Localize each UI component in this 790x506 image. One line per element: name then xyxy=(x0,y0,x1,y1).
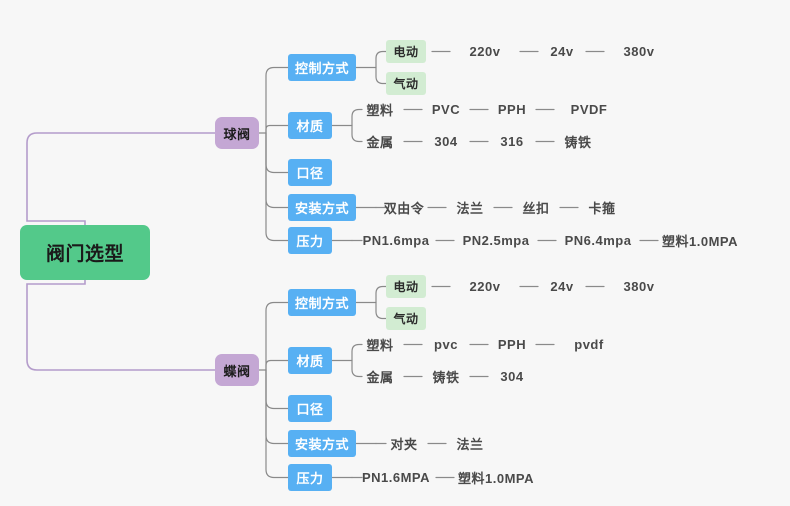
chain-label-1-1-1-1[interactable]: 304 xyxy=(500,369,524,384)
chain-label-0-1-1-2[interactable]: 铸铁 xyxy=(564,135,592,150)
leaf-node-0-0-0[interactable]: 电动 xyxy=(386,40,426,63)
leaf-node-1-4-0[interactable]: PN1.6MPA xyxy=(361,470,431,485)
topic-node-0-3[interactable]: 安装方式 xyxy=(288,194,356,221)
leaf-node-1-3-0[interactable]: 对夹 xyxy=(390,437,418,452)
root-node[interactable]: 阀门选型 xyxy=(20,225,150,280)
topic-node-1-3[interactable]: 安装方式 xyxy=(288,430,356,457)
topic-node-1-4[interactable]: 压力 xyxy=(288,464,332,491)
topic-node-0-4[interactable]: 压力 xyxy=(288,227,332,254)
leaf-node-1-0-1[interactable]: 气动 xyxy=(386,307,426,330)
leaf-node-0-0-1[interactable]: 气动 xyxy=(386,72,426,95)
leaf-node-0-3-0[interactable]: 双由令 xyxy=(383,201,425,216)
chain-label-1-0-0-2[interactable]: 380v xyxy=(623,279,655,294)
chain-label-1-4-0-0[interactable]: 塑料1.0MPA xyxy=(458,471,534,486)
topic-node-0-1[interactable]: 材质 xyxy=(288,112,332,139)
chain-label-1-1-1-0[interactable]: 铸铁 xyxy=(432,370,460,385)
chain-label-0-3-0-0[interactable]: 法兰 xyxy=(456,201,484,216)
leaf-node-0-4-0[interactable]: PN1.6mpa xyxy=(362,233,430,248)
chain-label-0-1-1-0[interactable]: 304 xyxy=(434,134,458,149)
chain-label-0-1-1-1[interactable]: 316 xyxy=(500,134,524,149)
chain-label-0-4-0-1[interactable]: PN6.4mpa xyxy=(564,233,632,248)
topic-node-1-2[interactable]: 口径 xyxy=(288,395,332,422)
topic-node-0-0[interactable]: 控制方式 xyxy=(288,54,356,81)
chain-label-0-0-0-0[interactable]: 220v xyxy=(469,44,501,59)
branch-node-1[interactable]: 蝶阀 xyxy=(215,354,259,386)
chain-label-0-4-0-2[interactable]: 塑料1.0MPA xyxy=(662,234,738,249)
branch-node-0[interactable]: 球阀 xyxy=(215,117,259,149)
chain-label-0-1-0-1[interactable]: PPH xyxy=(497,102,527,117)
leaf-node-0-1-0[interactable]: 塑料 xyxy=(366,103,394,118)
chain-label-0-0-0-2[interactable]: 380v xyxy=(623,44,655,59)
chain-label-0-3-0-2[interactable]: 卡箍 xyxy=(588,201,616,216)
leaf-node-1-1-1[interactable]: 金属 xyxy=(366,370,394,385)
topic-node-1-0[interactable]: 控制方式 xyxy=(288,289,356,316)
leaf-node-1-0-0[interactable]: 电动 xyxy=(386,275,426,298)
chain-label-0-4-0-0[interactable]: PN2.5mpa xyxy=(462,233,530,248)
chain-label-1-1-0-1[interactable]: PPH xyxy=(497,337,527,352)
chain-label-0-0-0-1[interactable]: 24v xyxy=(550,44,574,59)
chain-label-1-1-0-0[interactable]: pvc xyxy=(434,337,458,352)
leaf-node-1-1-0[interactable]: 塑料 xyxy=(366,338,394,353)
topic-node-1-1[interactable]: 材质 xyxy=(288,347,332,374)
chain-label-1-0-0-1[interactable]: 24v xyxy=(550,279,574,294)
topic-node-0-2[interactable]: 口径 xyxy=(288,159,332,186)
chain-label-1-0-0-0[interactable]: 220v xyxy=(469,279,501,294)
chain-label-0-1-0-0[interactable]: PVC xyxy=(431,102,461,117)
chain-label-0-1-0-2[interactable]: PVDF xyxy=(570,102,608,117)
chain-label-1-1-0-2[interactable]: pvdf xyxy=(574,337,604,352)
leaf-node-0-1-1[interactable]: 金属 xyxy=(366,135,394,150)
chain-label-0-3-0-1[interactable]: 丝扣 xyxy=(522,201,550,216)
chain-label-1-3-0-0[interactable]: 法兰 xyxy=(456,437,484,452)
